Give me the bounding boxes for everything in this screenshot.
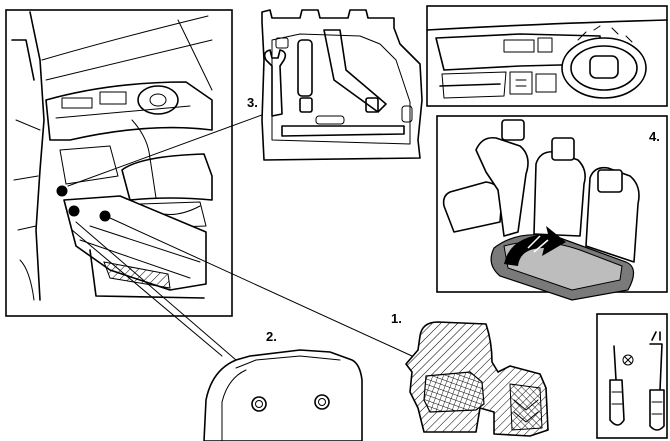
rear-seat-view (437, 116, 667, 300)
floor-mat-view (406, 322, 548, 436)
tool-tray-view (262, 10, 422, 160)
callout-4: 4. (649, 130, 660, 143)
callout-3: 3. (247, 96, 258, 109)
wheel-arch-panel-view (204, 350, 362, 441)
dashboard-view (427, 6, 667, 106)
callout-2: 2. (266, 330, 277, 343)
marker-dot-3 (100, 211, 111, 222)
marker-dot-1 (57, 186, 68, 197)
marker-dot-2 (69, 206, 80, 217)
tools-view (597, 314, 667, 438)
callout-1: 1. (391, 312, 402, 325)
